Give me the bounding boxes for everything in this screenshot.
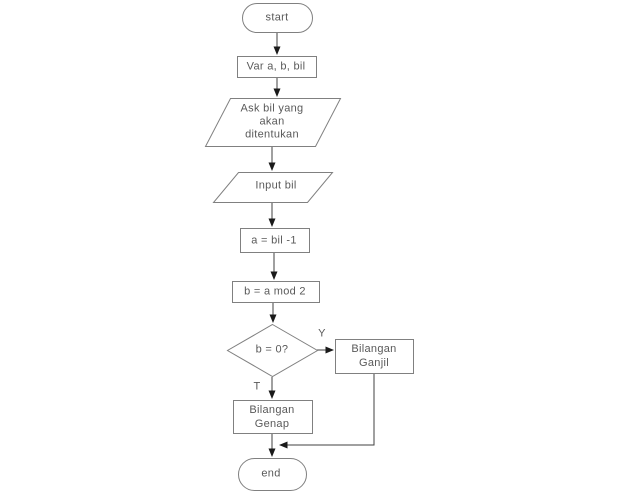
input-io-parallelogram-shape [212, 172, 334, 203]
declare-process-shape [237, 56, 317, 78]
start-label: start [265, 11, 289, 24]
odd-label-line-2: Ganjil [359, 357, 389, 369]
assign-b-process-shape [232, 281, 320, 303]
even-label-line-1: Bilangan [249, 404, 295, 416]
assign-b-label: b = a mod 2 [244, 285, 306, 298]
ask-label-line-1: Ask bil yang [240, 102, 304, 115]
decision-label: b = 0? [255, 343, 289, 356]
assign-a-process-shape [240, 228, 310, 253]
end-label: end [261, 467, 281, 480]
ask-label-line-2: akan [259, 115, 285, 128]
decision-no-branch-label: T [253, 380, 261, 393]
even-label: Bilangan Genap [249, 403, 294, 431]
odd-label: Bilangan Ganjil [351, 342, 396, 370]
input-label: Input bil [255, 179, 297, 192]
even-process-shape [233, 400, 313, 434]
start-terminator-shape [242, 3, 313, 33]
decision-yes-branch-label: Y [318, 327, 326, 340]
ask-io-parallelogram-shape [204, 98, 342, 147]
declare-label: Var a, b, bil [246, 60, 306, 73]
assign-a-label: a = bil -1 [251, 234, 297, 247]
even-label-line-2: Genap [254, 418, 290, 430]
end-terminator-shape [238, 458, 307, 491]
decision-diamond-shape [226, 323, 319, 378]
odd-label-line-1: Bilangan [351, 343, 397, 355]
ask-label-line-3: ditentukan [245, 128, 299, 141]
edge-odd-to-merge [279, 373, 375, 449]
ask-label: Ask bil yang akan ditentukan [241, 103, 304, 142]
odd-process-shape [335, 339, 414, 374]
